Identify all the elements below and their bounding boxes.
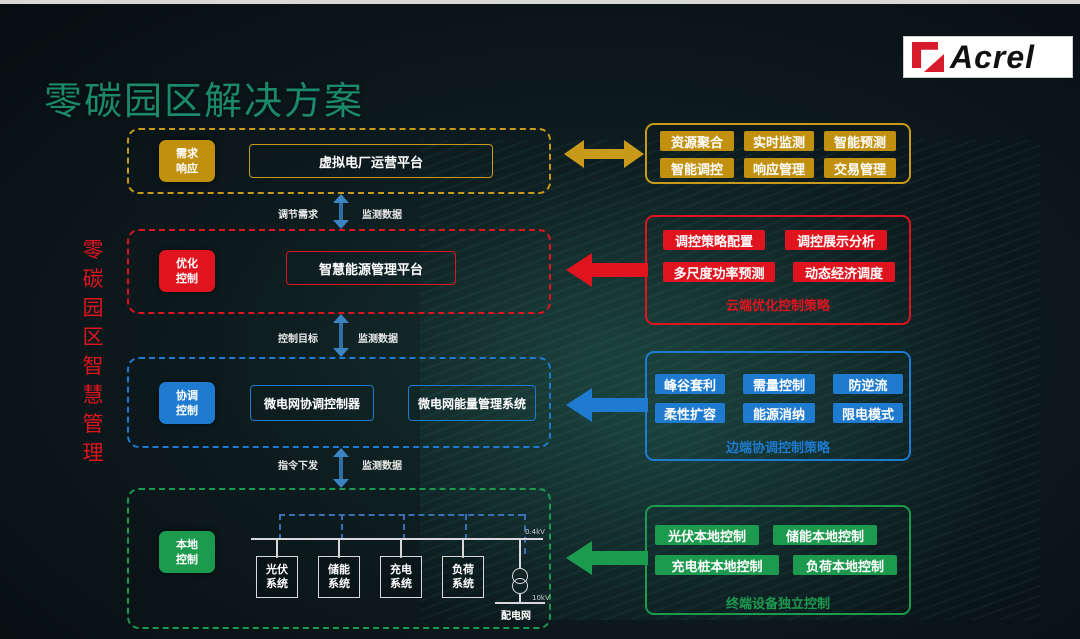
platform-microgrid-controller: 微电网协调控制器: [250, 385, 374, 421]
tag-item: 防逆流: [833, 374, 903, 394]
layer-badge-coordination: 协调 控制: [159, 382, 215, 424]
layer-badge-local: 本地 控制: [159, 531, 215, 573]
grid-feeder: [519, 594, 521, 602]
tag-item: 智能调控: [660, 158, 734, 178]
tag-item: 多尺度功率预测: [663, 262, 775, 282]
feeder-line: [462, 538, 464, 558]
double-arrow-icon: [564, 140, 644, 168]
panel-edge-strategy: 峰谷套利 需量控制 防逆流 柔性扩容 能源消纳 限电模式 边端协调控制策略: [645, 351, 911, 461]
comm-dashed-drop: [341, 514, 343, 540]
top-bar: [0, 0, 1080, 4]
grid-label: 配电网: [501, 611, 531, 622]
feeder-line: [276, 538, 278, 558]
subsystem-charging: 充电 系统: [380, 556, 422, 598]
acrel-logo-mark-icon: [912, 42, 944, 72]
comm-dashed-line: [279, 514, 524, 516]
feeder-line: [519, 538, 521, 568]
comm-dashed-drop: [403, 514, 405, 540]
panel-title: 云端优化控制策略: [725, 299, 830, 314]
platform-microgrid-ems: 微电网能量管理系统: [408, 385, 536, 421]
acrel-logo: Acrel: [903, 36, 1073, 78]
panel-title: 边端协调控制策略: [725, 441, 830, 456]
connector-label-left: 控制目标: [278, 334, 318, 345]
tag-item: 实时监测: [744, 131, 814, 151]
comm-dashed-drop: [524, 514, 526, 554]
side-vertical-label: 零 碳 园 区 智 慧 管 理: [80, 236, 106, 468]
side-char: 园: [82, 296, 104, 320]
platform-vpp: 虚拟电厂运营平台: [249, 144, 493, 178]
panel-terminal-control: 光伏本地控制 储能本地控制 充电桩本地控制 负荷本地控制 终端设备独立控制: [645, 505, 911, 615]
tag-item: 调控展示分析: [785, 230, 887, 250]
platform-energy-management: 智慧能源管理平台: [286, 251, 456, 285]
tag-item: 光伏本地控制: [655, 525, 759, 545]
connector-arrow-1: [330, 194, 352, 229]
comm-dashed-drop: [279, 514, 281, 540]
panel-vpp-functions: 资源聚合 实时监测 智能预测 智能调控 响应管理 交易管理: [645, 123, 911, 184]
comm-dashed-drop: [465, 514, 467, 540]
layer-badge-optimization: 优化 控制: [159, 250, 215, 292]
connector-label-left: 调节需求: [278, 210, 318, 221]
subsystem-pv: 光伏 系统: [256, 556, 298, 598]
grid-bus-line: [495, 602, 545, 604]
tag-item: 柔性扩容: [655, 403, 725, 423]
feeder-line: [338, 538, 340, 558]
side-char: 碳: [82, 267, 104, 291]
tag-item: 动态经济调度: [793, 262, 895, 282]
side-char: 慧: [82, 383, 104, 407]
connector-label-right: 监测数据: [362, 461, 402, 472]
side-char: 零: [82, 238, 104, 262]
grid-voltage-label: 10kV: [532, 594, 550, 602]
layer-local-control: 本地 控制 0.4kV 光伏 系统 储能 系统 充电 系统 负荷 系统 10kV…: [127, 488, 551, 629]
connector-label-left: 指令下发: [278, 461, 318, 472]
connector-arrow-2: [330, 314, 352, 357]
tag-item: 负荷本地控制: [793, 555, 897, 575]
tag-item: 资源聚合: [660, 131, 734, 151]
ac-bus-line: [251, 538, 543, 540]
layer-demand-response: 需求 响应 虚拟电厂运营平台: [127, 128, 551, 194]
feeder-line: [400, 538, 402, 558]
logo-text: Acrel: [950, 38, 1036, 75]
tag-item: 需量控制: [743, 374, 815, 394]
tag-item: 限电模式: [833, 403, 903, 423]
tag-item: 能源消纳: [743, 403, 815, 423]
left-arrow-green-icon: [566, 541, 648, 575]
tag-item: 响应管理: [744, 158, 814, 178]
panel-title: 终端设备独立控制: [725, 597, 830, 612]
left-arrow-blue-icon: [566, 388, 648, 422]
bus-voltage-label: 0.4kV: [525, 528, 545, 536]
layer-optimization-control: 优化 控制 智慧能源管理平台: [127, 229, 551, 314]
panel-cloud-strategy: 调控策略配置 调控展示分析 多尺度功率预测 动态经济调度 云端优化控制策略: [645, 215, 911, 325]
subsystem-storage: 储能 系统: [318, 556, 360, 598]
transformer-icon: [512, 578, 528, 594]
side-char: 理: [82, 441, 104, 465]
subsystem-load: 负荷 系统: [442, 556, 484, 598]
side-char: 管: [82, 412, 104, 436]
tag-item: 智能预测: [824, 131, 896, 151]
connector-label-right: 监测数据: [358, 334, 398, 345]
tag-item: 交易管理: [824, 158, 896, 178]
left-arrow-red-icon: [566, 253, 648, 287]
layer-coordination-control: 协调 控制 微电网协调控制器 微电网能量管理系统: [127, 357, 551, 448]
tag-item: 调控策略配置: [663, 230, 765, 250]
layer-badge-demand-response: 需求 响应: [159, 140, 215, 182]
page-title: 零碳园区解决方案: [44, 79, 365, 123]
side-char: 智: [82, 354, 104, 378]
connector-arrow-3: [330, 448, 352, 488]
connector-label-right: 监测数据: [362, 210, 402, 221]
tag-item: 储能本地控制: [773, 525, 877, 545]
side-char: 区: [82, 325, 104, 349]
tag-item: 峰谷套利: [655, 374, 725, 394]
tag-item: 充电桩本地控制: [655, 555, 779, 575]
